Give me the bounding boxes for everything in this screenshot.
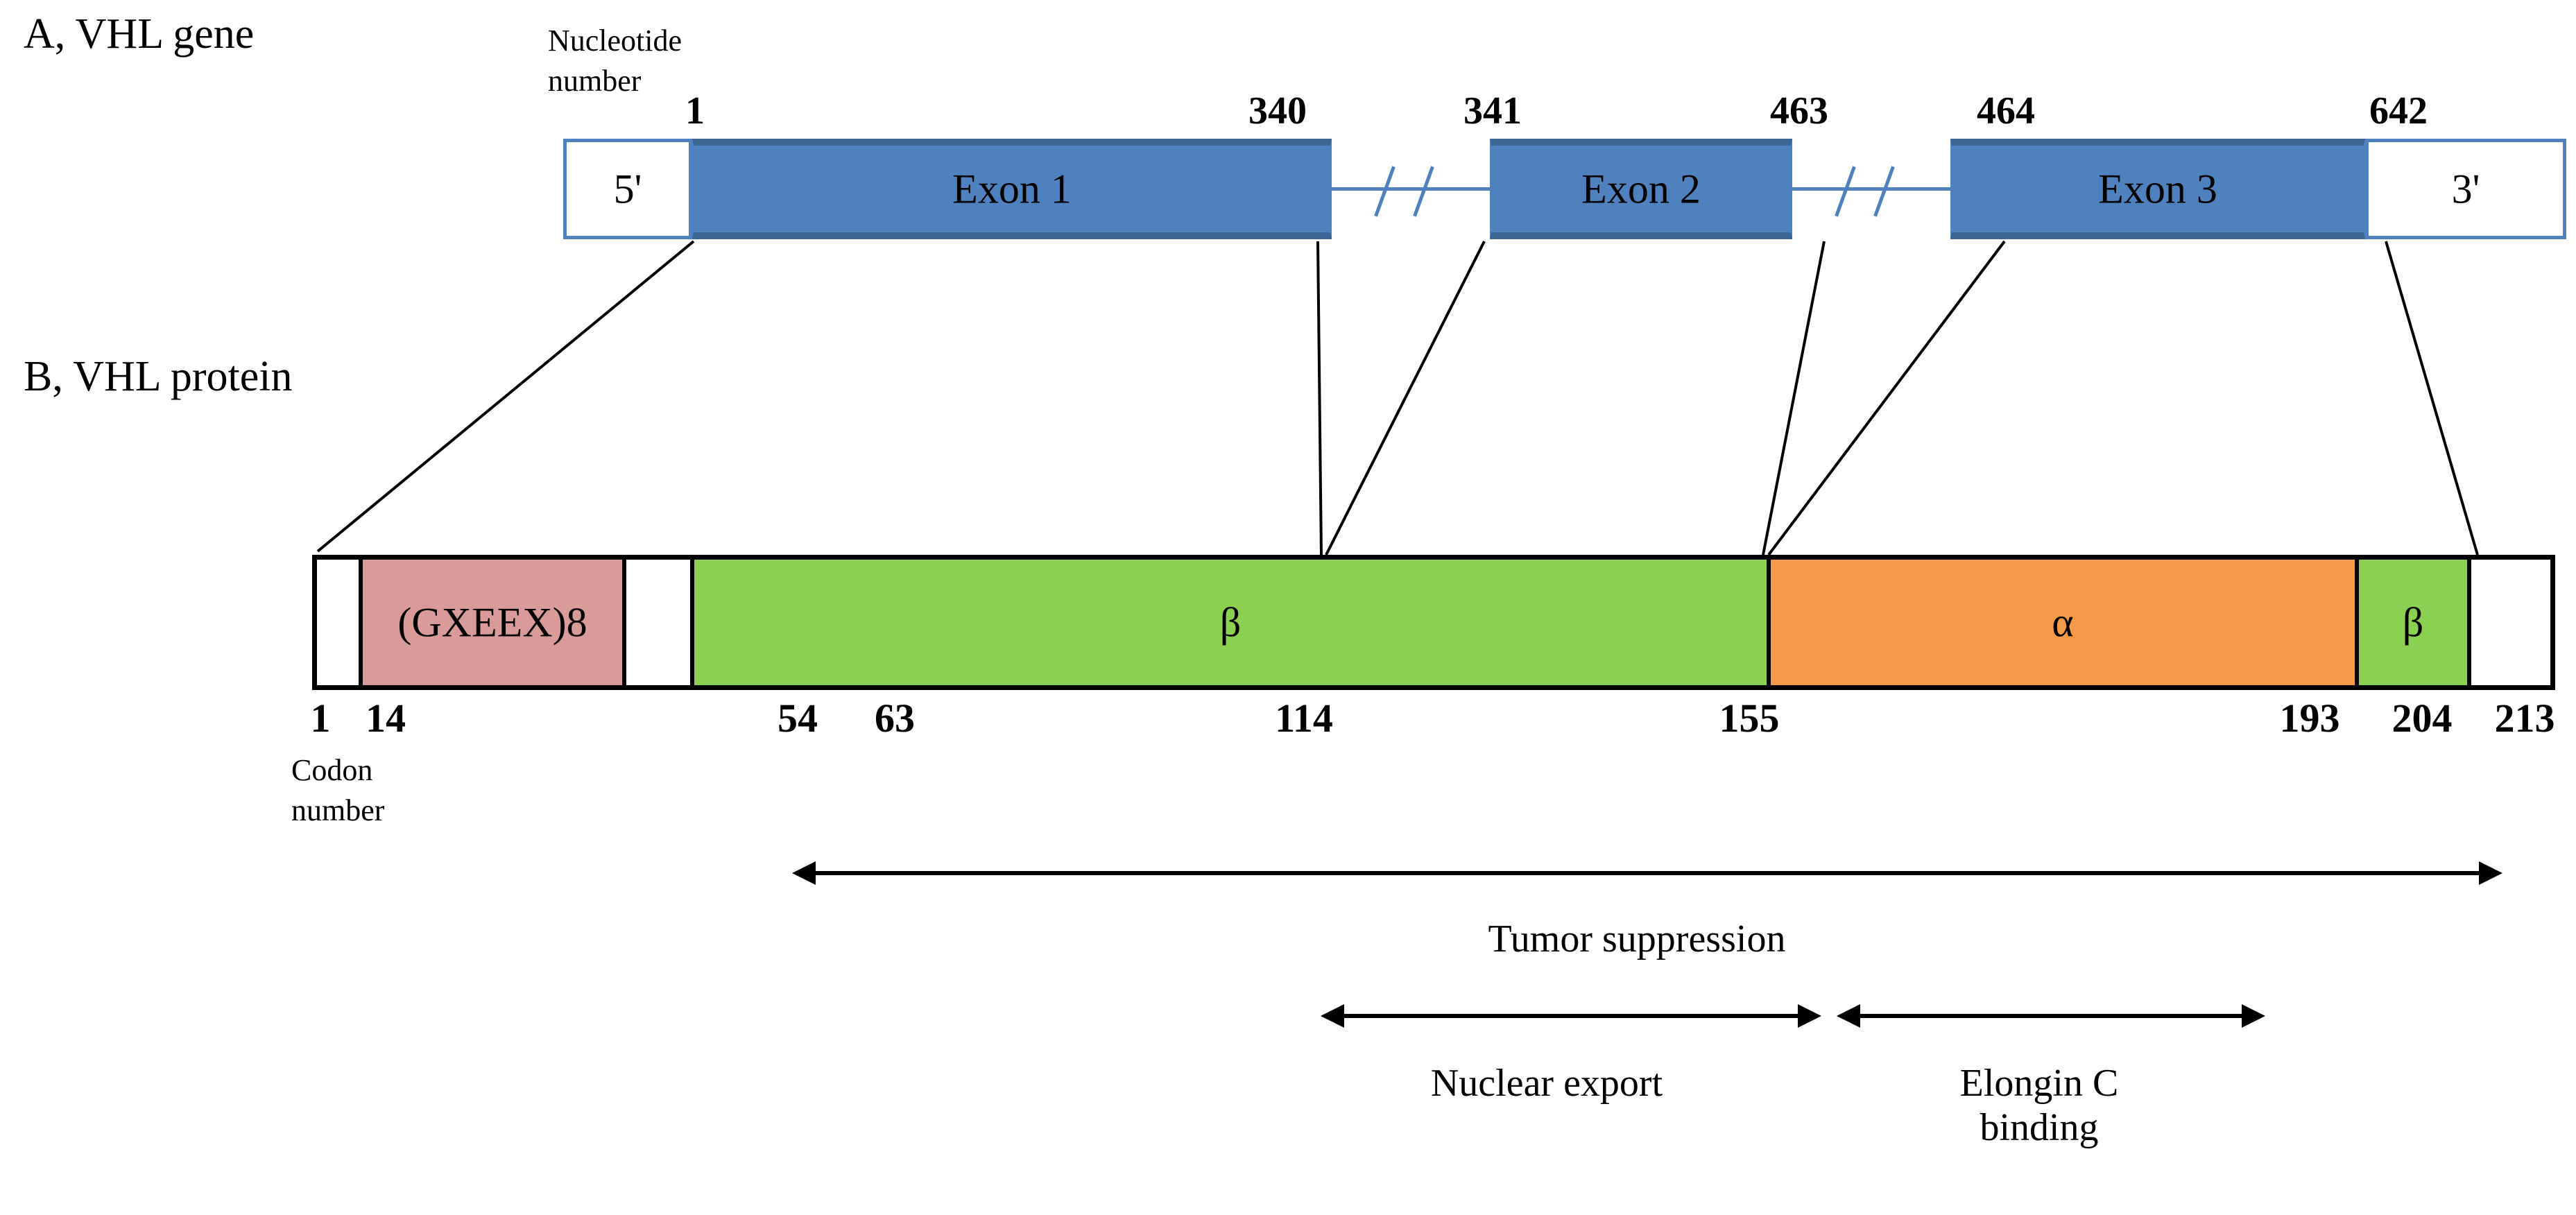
tumor-suppression-arrow-right — [2479, 861, 2502, 885]
protein-domain-gxeex8: (GXEEX)8 — [363, 560, 622, 685]
gene-exon-2-label: Exon 2 — [1581, 166, 1701, 212]
nucleotide-number-caption: Nucleotide number — [548, 21, 682, 101]
protein-boundary-204 — [2467, 560, 2471, 685]
codon-number-caption: Codon number — [291, 750, 384, 831]
protein-boundary-193 — [2355, 560, 2359, 685]
gene-exon-3-box: Exon 3 — [1950, 139, 2365, 239]
protein-domain-gxeex8-label: (GXEEX)8 — [397, 599, 587, 645]
codon-number-1: 1 — [310, 696, 331, 741]
intron-break-2b — [1873, 166, 1895, 217]
gene-exon-2-box: Exon 2 — [1490, 139, 1792, 239]
protein-boundary-63 — [690, 560, 694, 685]
codon-number-155: 155 — [1719, 696, 1780, 741]
protein-boundary-155 — [1767, 560, 1771, 685]
intron-break-2a — [1835, 166, 1856, 217]
protein-boundary-54 — [622, 560, 626, 685]
intron-line-1 — [1332, 187, 1490, 191]
tumor-suppression-label: Tumor suppression — [1488, 917, 1786, 960]
codon-number-114: 114 — [1275, 696, 1333, 741]
protein-boundary-14 — [359, 560, 363, 685]
panel-a-title: A, VHL gene — [24, 10, 255, 58]
gene-utr3-label: 3' — [2451, 166, 2480, 212]
nucleotide-number-341: 341 — [1463, 89, 1522, 132]
nuclear-export-arrow-line — [1344, 1014, 1798, 1018]
gene-track: 5' Exon 1 Exon 2 Exon 3 3' — [563, 139, 2566, 239]
codon-number-63: 63 — [875, 696, 915, 741]
codon-number-193: 193 — [2279, 696, 2340, 741]
protein-linker-54-63 — [626, 560, 690, 685]
gene-utr3-box: 3' — [2365, 139, 2566, 239]
panel-b-title: B, VHL protein — [24, 353, 293, 400]
intron-break-1a — [1374, 166, 1396, 217]
codon-number-caption-line1: Codon — [291, 753, 373, 787]
nucleotide-number-340: 340 — [1248, 89, 1307, 132]
intron-line-2 — [1792, 187, 1950, 191]
protein-track: (GXEEX)8 β α β — [312, 555, 2555, 690]
nucleotide-number-caption-line2: number — [548, 64, 642, 98]
protein-domain-beta-2: β — [2359, 560, 2467, 685]
gene-exon-1-box: Exon 1 — [692, 139, 1332, 239]
elongin-c-binding-label-line2: binding — [1980, 1106, 2099, 1149]
protein-domain-cterm — [2471, 560, 2550, 685]
codon-number-54: 54 — [778, 696, 818, 741]
nucleotide-number-463: 463 — [1770, 89, 1828, 132]
protein-domain-beta-2-label: β — [2402, 599, 2424, 645]
gene-exon-1-label: Exon 1 — [952, 166, 1072, 212]
gene-utr5-box: 5' — [563, 139, 692, 239]
elongin-c-binding-arrow-line — [1860, 1014, 2242, 1018]
elongin-c-binding-arrow-left — [1837, 1004, 1860, 1028]
codon-number-caption-line2: number — [291, 793, 385, 827]
elongin-c-binding-label-line1: Elongin C — [1959, 1062, 2119, 1105]
nuclear-export-arrow-right — [1798, 1004, 1821, 1028]
codon-number-14: 14 — [366, 696, 406, 741]
nucleotide-number-464: 464 — [1977, 89, 2035, 132]
tumor-suppression-arrow-line — [816, 871, 2479, 875]
protein-domain-beta-1: β — [694, 560, 1767, 685]
nuclear-export-arrow-left — [1321, 1004, 1344, 1028]
nucleotide-number-1: 1 — [685, 89, 705, 132]
protein-domain-nterm — [317, 560, 359, 685]
protein-domain-alpha: α — [1771, 560, 2355, 685]
codon-number-204: 204 — [2392, 696, 2453, 741]
protein-domain-beta-1-label: β — [1219, 599, 1242, 645]
elongin-c-binding-arrow-right — [2242, 1004, 2265, 1028]
gene-exon-3-label: Exon 3 — [2098, 166, 2217, 212]
intron-break-1b — [1413, 166, 1434, 217]
protein-domain-alpha-label: α — [2052, 599, 2074, 645]
gene-utr5-label: 5' — [613, 166, 642, 212]
nucleotide-number-caption-line1: Nucleotide — [548, 24, 682, 58]
tumor-suppression-arrow-left — [792, 861, 816, 885]
nuclear-export-label: Nuclear export — [1430, 1062, 1663, 1105]
nucleotide-number-642: 642 — [2369, 89, 2428, 132]
codon-number-213: 213 — [2494, 696, 2555, 741]
